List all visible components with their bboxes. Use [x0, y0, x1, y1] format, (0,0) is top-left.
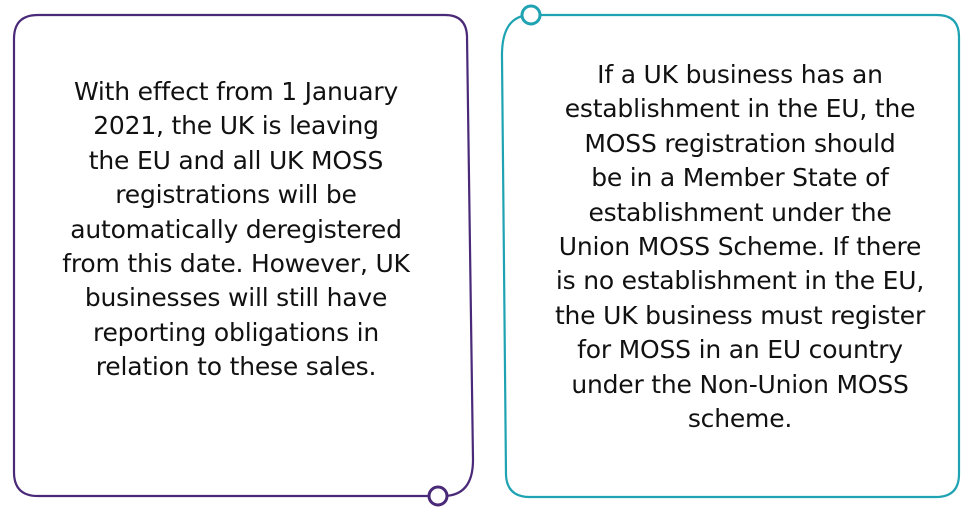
- left-panel-connector-dot: [427, 485, 449, 507]
- right-panel-frame: [500, 13, 961, 499]
- right-panel-connector-dot: [520, 4, 542, 26]
- left-panel-text: With effect from 1 January 2021, the UK …: [62, 77, 410, 382]
- right-panel-text: If a UK business has an establishment in…: [554, 60, 926, 434]
